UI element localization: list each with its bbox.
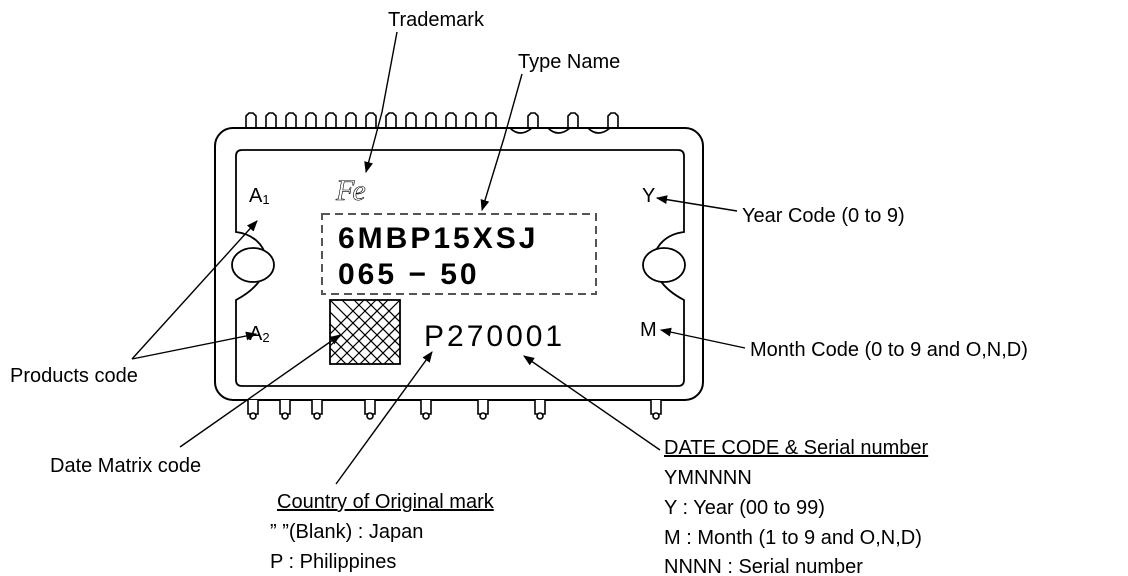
date-code-year: Y : Year (00 to 99): [664, 497, 825, 519]
type-name-box: [321, 213, 597, 295]
mounting-hole-right: [642, 247, 686, 283]
fe-logo-text: Fe: [336, 174, 366, 207]
top-pins: [245, 112, 619, 128]
trademark-leader: [364, 31, 398, 174]
fe-logo: Fe: [336, 174, 388, 208]
date-matrix-square: [329, 299, 401, 365]
corner-mark-a2-subscript: 2: [262, 330, 270, 345]
country-heading: Country of Original mark: [277, 491, 494, 513]
month-code-label: Month Code (0 to 9 and O,N,D): [750, 339, 1028, 361]
type-name-label: Type Name: [518, 51, 621, 73]
products-code-label: Products code: [10, 365, 138, 387]
corner-mark-a1-subscript: 1: [262, 192, 270, 207]
country-mark-leader: [335, 351, 433, 485]
corner-mark-y: Y: [642, 185, 656, 207]
date-matrix-leader: [179, 334, 341, 448]
leader-lines: [131, 31, 746, 485]
type-name-line-2: 065 − 50: [338, 258, 480, 291]
date-code-leader: [523, 355, 661, 451]
type-name-leader: [480, 73, 523, 212]
type-name-line-1: 6MBP15XSJ: [338, 222, 539, 255]
serial-number: P270001: [424, 320, 566, 353]
date-code-heading: DATE CODE & Serial number: [664, 437, 929, 459]
module-inner-outline: [235, 149, 685, 387]
bottom-pins: [247, 400, 662, 420]
corner-mark-m: M: [640, 319, 657, 341]
date-matrix-code-label: Date Matrix code: [50, 455, 202, 477]
corner-mark-a1: A1: [249, 186, 270, 206]
country-line-blank: ” ”(Blank) : Japan: [270, 521, 424, 543]
mounting-hole-left: [231, 247, 275, 283]
products-code-leader-1: [131, 220, 258, 360]
date-code-format: YMNNNN: [664, 467, 752, 489]
month-code-leader: [659, 327, 746, 349]
date-code-serial: NNNN : Serial number: [664, 557, 863, 576]
corner-mark-a2: A2: [249, 324, 270, 344]
date-code-month: M : Month (1 to 9 and O,N,D): [664, 527, 922, 549]
corner-mark-a2-letter: A: [249, 323, 263, 345]
country-line-philippines: P : Philippines: [270, 551, 397, 573]
year-code-label: Year Code (0 to 9): [742, 205, 905, 227]
trademark-label: Trademark: [388, 9, 484, 31]
corner-mark-a1-letter: A: [249, 185, 263, 207]
year-code-leader: [655, 195, 738, 212]
products-code-leader-2: [131, 331, 258, 360]
